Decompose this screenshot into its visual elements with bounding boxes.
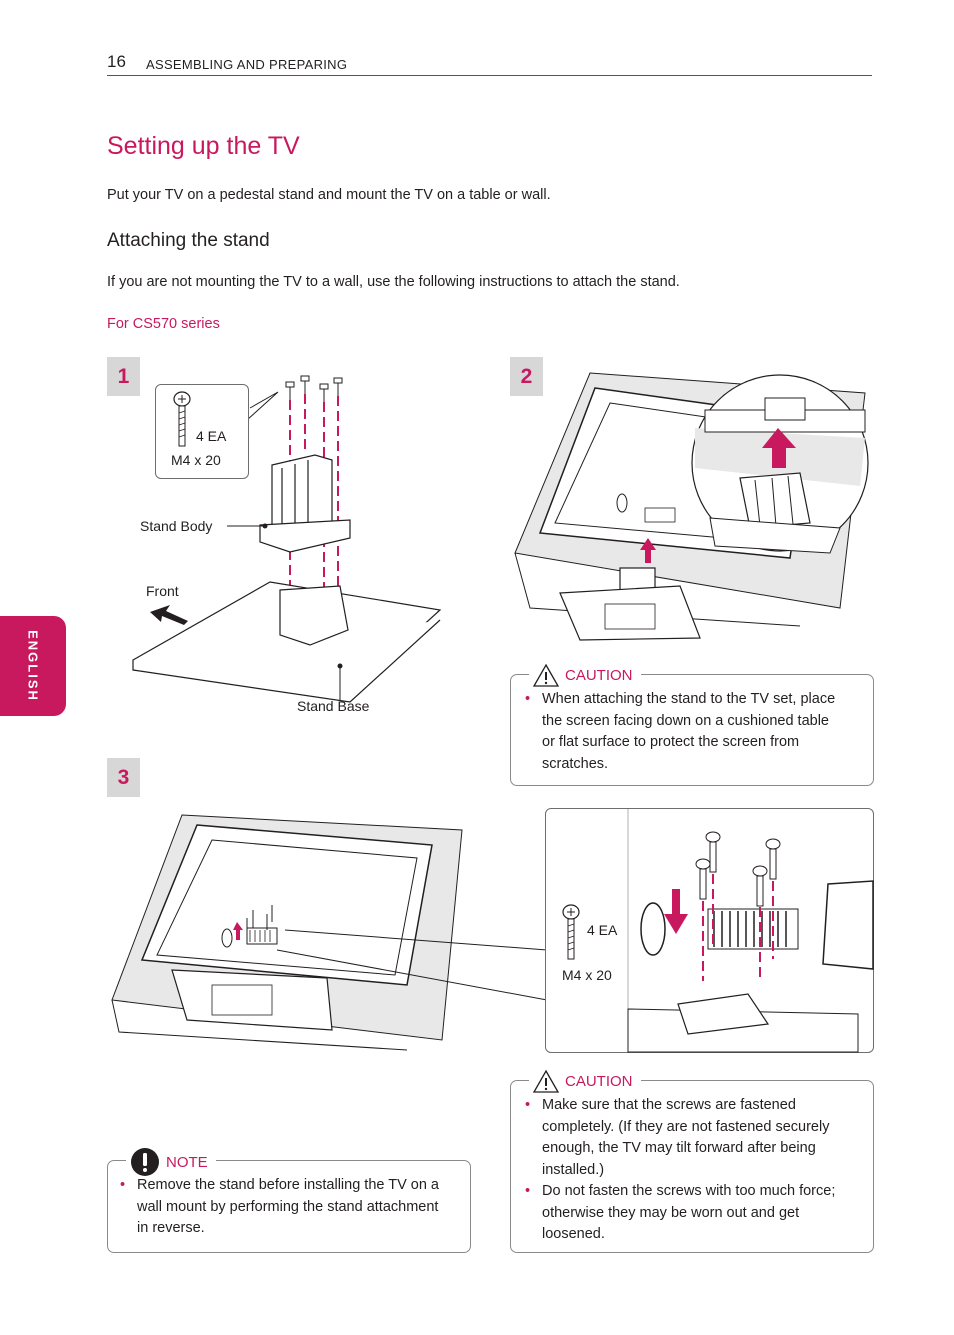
section-header: ASSEMBLING AND PREPARING	[146, 57, 348, 72]
note-box: NOTE Remove the stand before installing …	[107, 1147, 471, 1253]
page-number: 16	[107, 52, 126, 71]
screw-count: 4 EA	[196, 428, 227, 444]
section-subtitle: Attaching the stand	[107, 230, 270, 251]
caution-1-header: CAUTION	[529, 663, 641, 687]
step-1-badge: 1	[107, 357, 140, 396]
caution-2-header: CAUTION	[529, 1069, 641, 1093]
stand-body-label: Stand Body	[140, 518, 213, 534]
screw-icon	[173, 391, 191, 447]
caution-1-item: When attaching the stand to the TV set, …	[523, 689, 843, 775]
caution-box-1: CAUTION When attaching the stand to the …	[510, 663, 874, 786]
language-tab-label: ENGLISH	[25, 630, 41, 702]
step-2-illustration	[514, 372, 869, 641]
note-list: Remove the stand before installing the T…	[118, 1175, 448, 1240]
caution-2-item: Do not fasten the screws with too much f…	[523, 1181, 853, 1246]
step-3-illustration	[111, 814, 548, 1051]
screw-size-2: M4 x 20	[562, 967, 612, 983]
screw-icon	[562, 904, 580, 960]
screw-detail-illustration	[627, 809, 874, 1053]
language-tab: ENGLISH	[0, 616, 66, 716]
subtitle-intro-text: If you are not mounting the TV to a wall…	[107, 274, 680, 290]
screw-callout-box: 4 EA M4 x 20	[155, 384, 249, 479]
header-rule	[107, 75, 872, 76]
caution-1-list: When attaching the stand to the TV set, …	[523, 689, 843, 775]
caution-1-title: CAUTION	[565, 667, 633, 684]
step-3-badge: 3	[107, 758, 140, 797]
page-title: Setting up the TV	[107, 132, 300, 160]
warning-triangle-icon	[532, 663, 560, 687]
note-header: NOTE	[126, 1147, 216, 1177]
step-1-illustration	[132, 375, 442, 703]
exclamation-circle-icon	[131, 1148, 159, 1176]
stand-base-label: Stand Base	[297, 698, 370, 714]
series-label: For CS570 series	[107, 316, 220, 332]
caution-2-item: Make sure that the screws are fastened c…	[523, 1095, 853, 1181]
step-2-badge: 2	[510, 357, 543, 396]
note-title: NOTE	[166, 1153, 208, 1171]
caution-2-list: Make sure that the screws are fastened c…	[523, 1095, 853, 1246]
note-item: Remove the stand before installing the T…	[118, 1175, 448, 1240]
caution-2-title: CAUTION	[565, 1073, 633, 1090]
intro-text: Put your TV on a pedestal stand and moun…	[107, 187, 551, 203]
front-label: Front	[146, 583, 179, 599]
caution-box-2: CAUTION Make sure that the screws are fa…	[510, 1069, 874, 1253]
screw-size: M4 x 20	[171, 452, 221, 468]
screw-count-2: 4 EA	[587, 922, 618, 938]
step-3-zoom-box: 4 EA M4 x 20	[545, 808, 874, 1053]
warning-triangle-icon	[532, 1069, 560, 1093]
